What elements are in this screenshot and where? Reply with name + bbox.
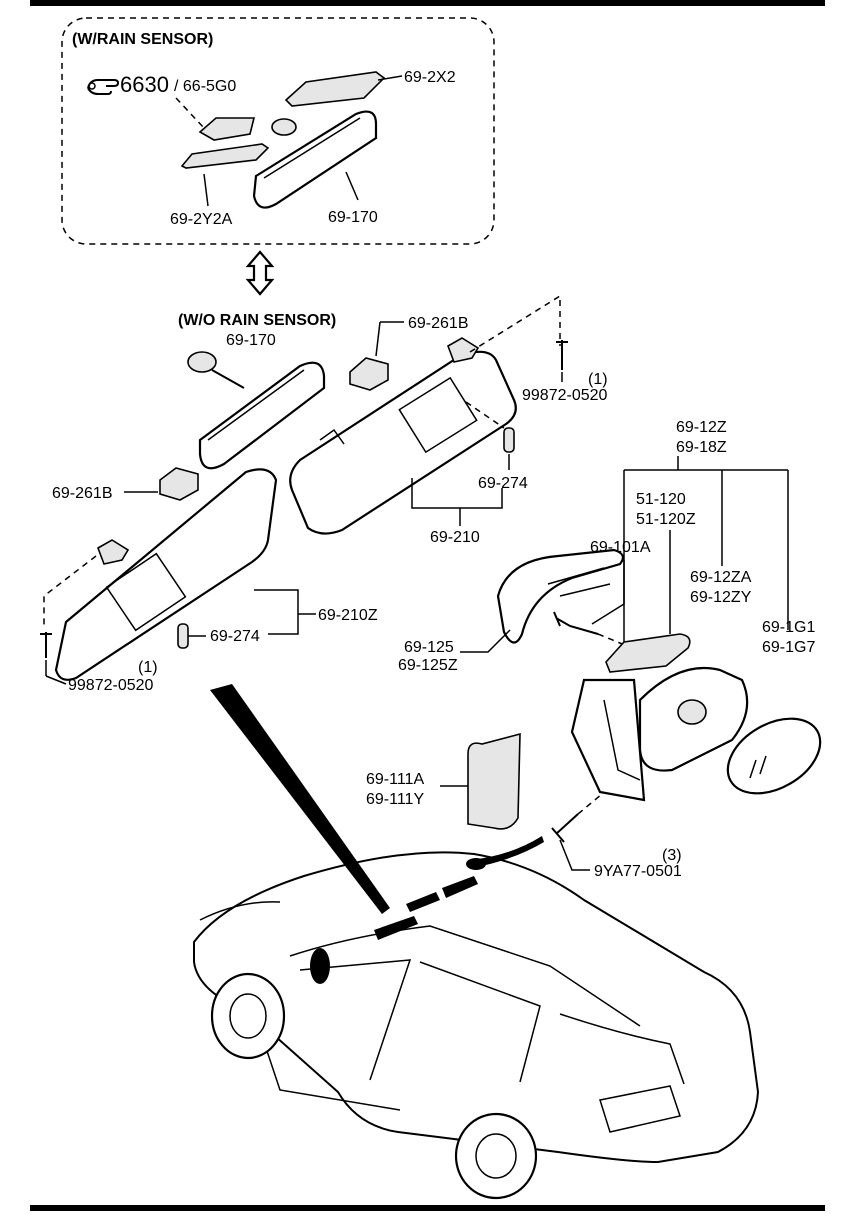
rain-sensor-cover-part bbox=[284, 71, 386, 107]
rain-sensor-group-label: (W/RAIN SENSOR) bbox=[72, 31, 213, 48]
label-69-12ZY: 69-12ZY bbox=[690, 589, 752, 606]
label-69-125Z: 69-125Z bbox=[398, 657, 458, 674]
label-69-210Z: 69-210Z bbox=[318, 607, 378, 624]
label-69-18Z: 69-18Z bbox=[676, 439, 727, 456]
visor-pin-right-part bbox=[503, 427, 515, 453]
mirror-screw-part bbox=[553, 611, 599, 635]
label-69-12Z: 69-12Z bbox=[676, 419, 727, 436]
mirror-housing-part bbox=[570, 678, 646, 802]
vehicle-illustration bbox=[193, 851, 760, 1200]
reference-suffix: / 66-5G0 bbox=[174, 78, 236, 95]
rearview-mirror-rain-part bbox=[252, 110, 378, 209]
label-69-111A: 69-111A bbox=[366, 771, 424, 788]
label-99872-left: 99872-0520 bbox=[68, 677, 154, 694]
label-69-2X2: 69-2X2 bbox=[404, 69, 456, 86]
no-rain-sensor-group-label: (W/O RAIN SENSOR) bbox=[178, 312, 336, 329]
label-69-12ZA: 69-12ZA bbox=[690, 569, 752, 586]
label-9YA77: 9YA77-0501 bbox=[594, 863, 682, 880]
label-69-261B-top: 69-261B bbox=[408, 315, 469, 332]
label-69-210: 69-210 bbox=[430, 529, 480, 546]
housing-bolt-part bbox=[551, 813, 579, 843]
label-9YA77-qty: (3) bbox=[662, 847, 682, 864]
label-51-120: 51-120 bbox=[636, 491, 686, 508]
rear-wheel bbox=[454, 1112, 538, 1200]
label-69-274-right: 69-274 bbox=[478, 475, 528, 492]
rearview-mirror-part bbox=[198, 361, 326, 470]
label-69-111Y: 69-111Y bbox=[366, 791, 424, 808]
label-99872-top-qty: (1) bbox=[588, 371, 608, 388]
visor-holder-top-part bbox=[349, 357, 389, 391]
label-69-261B-left: 69-261B bbox=[52, 485, 113, 502]
label-69-274-left: 69-274 bbox=[210, 628, 260, 645]
front-wheel bbox=[210, 972, 286, 1060]
visor-holder-left-part bbox=[159, 467, 199, 501]
mirror-bracket-part bbox=[605, 633, 691, 673]
screw-left-part bbox=[40, 632, 52, 658]
reference-number: 6630 bbox=[120, 72, 169, 97]
interchange-arrow-icon bbox=[245, 250, 275, 296]
mirror-mount-knob bbox=[271, 118, 297, 136]
top-rule bbox=[30, 0, 825, 6]
mirror-actuator-motor bbox=[677, 699, 707, 725]
visor-pin-left-part bbox=[177, 623, 189, 649]
mirror-pointer-wedge bbox=[470, 836, 544, 868]
mirror-cover-part bbox=[180, 143, 270, 169]
label-69-170-mid: 69-170 bbox=[226, 332, 276, 349]
pointing-hand-icon bbox=[87, 79, 120, 95]
label-51-120Z: 51-120Z bbox=[636, 511, 696, 528]
label-69-125: 69-125 bbox=[404, 639, 454, 656]
visor-vanity-mirror-left bbox=[105, 552, 187, 632]
visor-pointer-wedge bbox=[210, 684, 390, 914]
bottom-rule bbox=[30, 1205, 825, 1211]
sun-visor-right-part bbox=[289, 350, 517, 535]
sun-visor-left-part bbox=[54, 468, 278, 681]
rain-sensor-module-part bbox=[198, 117, 256, 141]
label-69-1G7: 69-1G7 bbox=[762, 639, 815, 656]
label-69-1G1: 69-1G1 bbox=[762, 619, 815, 636]
mirror-mount-base bbox=[187, 351, 217, 373]
screw-top-part bbox=[556, 340, 568, 370]
label-69-170-top: 69-170 bbox=[328, 209, 378, 226]
rain-sensor-group-box bbox=[61, 17, 495, 245]
label-99872-top: 99872-0520 bbox=[522, 387, 608, 404]
label-69-2Y2A: 69-2Y2A bbox=[170, 211, 233, 228]
label-99872-left-qty: (1) bbox=[138, 659, 158, 676]
mirror-garnish-part bbox=[467, 732, 521, 830]
visor-vanity-mirror-right bbox=[398, 376, 478, 454]
